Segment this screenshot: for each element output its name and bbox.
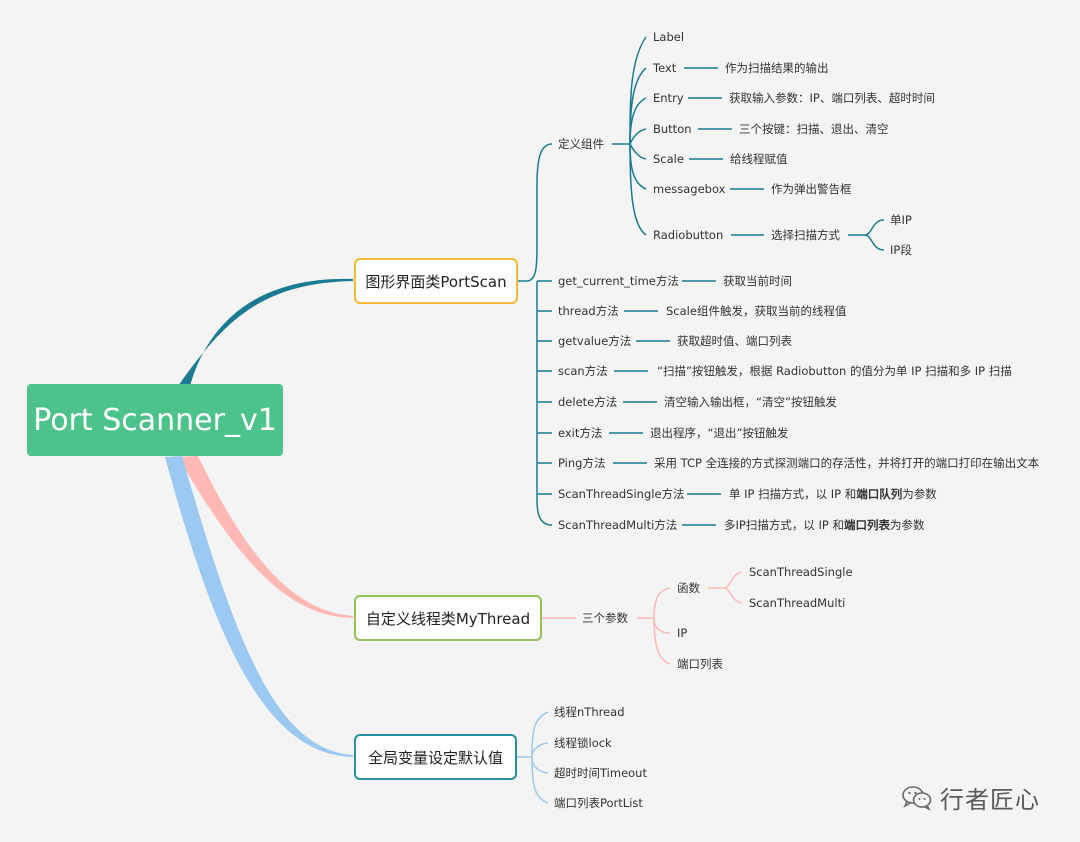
node-global-lock[interactable]: 线程锁lock [554,736,612,750]
node-param-port-list[interactable]: 端口列表 [677,657,723,671]
node-component-button-desc[interactable]: 三个按键：扫描、退出、清空 [739,122,889,136]
watermark: 行者匠心 [902,780,1040,815]
node-three-params[interactable]: 三个参数 [582,611,628,625]
node-func-scanthreadmulti[interactable]: ScanThreadMulti [749,596,846,610]
node-component-entry[interactable]: Entry [653,91,684,105]
desc-text: 单 IP 扫描方式，以 IP 和 [729,487,857,501]
node-method-scanthreadmulti-desc[interactable]: 多IP扫描方式，以 IP 和端口列表为参数 [724,518,924,532]
node-method-getvalue-desc[interactable]: 获取超时值、端口列表 [677,334,792,348]
node-param-function[interactable]: 函数 [677,581,700,595]
node-func-scanthreadsingle[interactable]: ScanThreadSingle [749,565,853,579]
desc-text: 多IP扫描方式，以 IP 和 [724,518,844,532]
node-method-scanthreadsingle-desc[interactable]: 单 IP 扫描方式，以 IP 和端口队列为参数 [729,487,937,501]
desc-bold-text: 端口列表 [843,518,890,532]
node-param-ip[interactable]: IP [677,626,688,640]
node-component-scale-desc[interactable]: 给线程赋值 [730,152,788,166]
node-radio-option-ip-range[interactable]: IP段 [890,243,912,257]
node-global-timeout[interactable]: 超时时间Timeout [554,766,647,780]
branch-gui-portscan[interactable]: 图形界面类PortScan [354,258,518,304]
link-root-gui [178,278,353,386]
node-component-radiobutton-desc[interactable]: 选择扫描方式 [771,228,840,242]
branch-mythread[interactable]: 自定义线程类MyThread [354,595,542,641]
link-root-global [165,456,353,757]
branch-global-defaults[interactable]: 全局变量设定默认值 [354,734,517,780]
node-component-label[interactable]: Label [653,30,685,44]
desc-text: 为参数 [889,518,925,532]
node-component-messagebox[interactable]: messagebox [653,182,726,196]
node-component-messagebox-desc[interactable]: 作为弹出警告框 [771,182,852,196]
wechat-icon [902,785,932,811]
node-component-radiobutton[interactable]: Radiobutton [653,228,724,242]
node-method-ping[interactable]: Ping方法 [558,456,606,470]
root-node[interactable]: Port Scanner_v1 [27,384,283,456]
desc-bold-text: 端口队列 [856,487,903,501]
node-method-thread-desc[interactable]: Scale组件触发，获取当前的线程值 [666,304,847,318]
node-method-get-current-time[interactable]: get_current_time方法 [558,274,679,288]
watermark-text: 行者匠心 [940,786,1040,814]
link-spine [526,143,553,282]
node-method-scanthreadmulti[interactable]: ScanThreadMulti方法 [558,518,678,532]
node-global-portlist[interactable]: 端口列表PortList [554,796,643,810]
node-component-scale[interactable]: Scale [653,152,684,166]
node-component-button[interactable]: Button [653,122,692,136]
node-method-ping-desc[interactable]: 采用 TCP 全连接的方式探测端口的存活性，并将打开的端口打印在输出文本 [654,456,1040,470]
node-global-nthread[interactable]: 线程nThread [554,705,625,719]
desc-text: 为参数 [902,487,937,501]
link-root-thread [178,456,353,618]
node-component-text[interactable]: Text [653,61,677,75]
node-method-thread[interactable]: thread方法 [558,304,619,318]
node-component-text-desc[interactable]: 作为扫描结果的输出 [725,61,829,75]
node-method-get-current-time-desc[interactable]: 获取当前时间 [723,274,792,288]
node-method-delete[interactable]: delete方法 [558,395,618,409]
node-method-scan-desc[interactable]: “扫描”按钮触发，根据 Radiobutton 的值分为单 IP 扫描和多 IP… [657,364,1012,378]
node-method-delete-desc[interactable]: 清空输入输出框，“清空”按钮触发 [664,395,837,409]
node-method-getvalue[interactable]: getvalue方法 [558,334,632,348]
node-radio-option-single-ip[interactable]: 单IP [890,213,912,227]
node-component-entry-desc[interactable]: 获取输入参数：IP、端口列表、超时时间 [729,91,935,105]
node-method-exit-desc[interactable]: 退出程序，“退出”按钮触发 [650,426,789,440]
node-define-components[interactable]: 定义组件 [558,137,604,151]
node-method-scanthreadsingle[interactable]: ScanThreadSingle方法 [558,487,685,501]
node-method-scan[interactable]: scan方法 [558,364,608,378]
node-method-exit[interactable]: exit方法 [558,426,603,440]
